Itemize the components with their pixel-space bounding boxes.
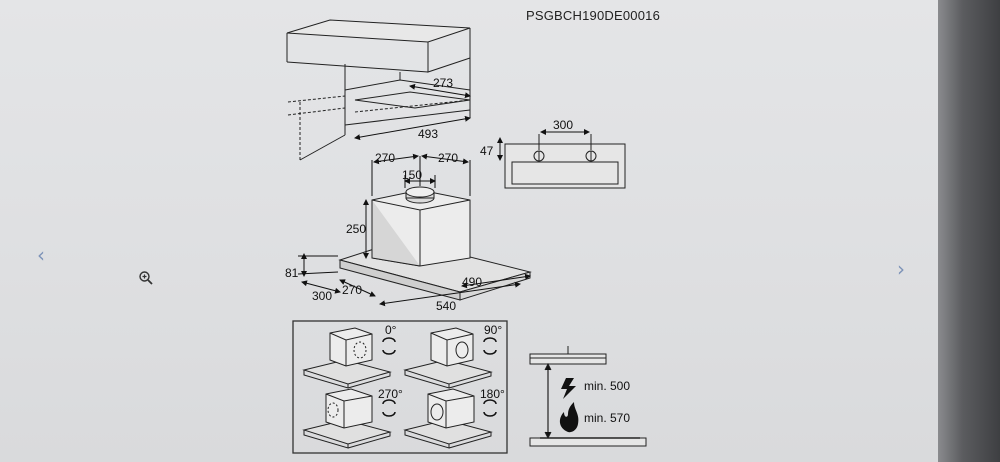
zoom-in-icon[interactable] bbox=[138, 270, 154, 286]
product-code: PSGBCH190DE00016 bbox=[526, 8, 660, 23]
monitor-bezel bbox=[938, 0, 1000, 462]
electric-clearance-label: min. 500 bbox=[584, 379, 630, 393]
right-offset-label: 270 bbox=[438, 151, 458, 165]
inner-width-label: 490 bbox=[462, 275, 482, 289]
gas-clearance-label: min. 570 bbox=[584, 411, 630, 425]
front-depth-label: 300 bbox=[312, 289, 332, 303]
installation-diagram: 273 493 300 47 270 270 150 bbox=[285, 19, 647, 454]
cabinet-depth-label: 273 bbox=[433, 76, 453, 90]
rotation-180-label: 180° bbox=[480, 387, 505, 401]
front-height-label: 47 bbox=[480, 144, 494, 158]
rotation-270 bbox=[302, 388, 396, 449]
rotation-180 bbox=[403, 388, 497, 449]
front-view-drawing bbox=[504, 134, 626, 189]
panel-height-label: 81 bbox=[285, 266, 299, 280]
rotation-0-label: 0° bbox=[385, 323, 397, 337]
chimney-height-label: 250 bbox=[346, 222, 366, 236]
rotation-90-label: 90° bbox=[484, 323, 502, 337]
cabinet-drawing bbox=[286, 19, 471, 161]
hood-drawing bbox=[338, 186, 532, 301]
rotation-0 bbox=[302, 327, 396, 389]
left-offset-label: 270 bbox=[375, 151, 395, 165]
cabinet-width-label: 493 bbox=[418, 127, 438, 141]
side-depth-label: 270 bbox=[342, 283, 362, 297]
clearance-drawing bbox=[529, 346, 647, 447]
rotation-270-label: 270° bbox=[378, 387, 403, 401]
gas-flame-icon bbox=[559, 402, 579, 433]
total-width-label: 540 bbox=[436, 299, 456, 313]
rotation-options-box bbox=[292, 320, 508, 454]
next-image-arrow-icon[interactable]: › bbox=[897, 257, 905, 281]
outlet-width-label: 150 bbox=[402, 168, 422, 182]
hole-spacing-label: 300 bbox=[553, 118, 573, 132]
previous-image-arrow-icon[interactable]: ‹ bbox=[37, 243, 45, 267]
electric-lightning-icon bbox=[561, 378, 576, 399]
rotation-90 bbox=[403, 327, 497, 389]
